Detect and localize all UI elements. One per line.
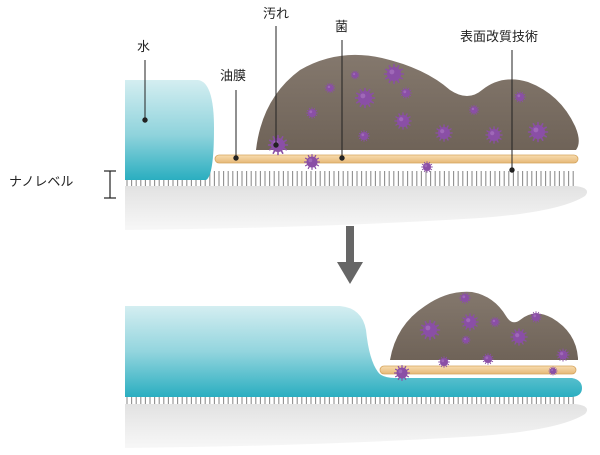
germ-icon xyxy=(438,356,450,368)
germ-icon xyxy=(468,104,480,116)
label-dirt: 汚れ xyxy=(263,7,290,22)
label-bacteria: 菌 xyxy=(335,20,349,35)
nano-level-bracket xyxy=(104,170,116,199)
germ-icon xyxy=(489,316,501,328)
label-oil-film: 油膜 xyxy=(220,69,247,84)
germ-icon xyxy=(548,366,558,376)
germ-icon xyxy=(510,328,528,346)
germ-icon xyxy=(354,87,376,109)
oil-film-top xyxy=(214,154,579,164)
germ-icon xyxy=(400,87,412,99)
germ-icon xyxy=(324,82,336,94)
after-panel xyxy=(125,291,588,448)
germ-icon xyxy=(383,63,405,85)
germ-icon xyxy=(393,364,411,382)
label-surface-tech: 表面改質技術 xyxy=(460,30,539,45)
germs-bottom xyxy=(393,292,570,382)
germ-icon xyxy=(303,153,321,171)
germ-icon xyxy=(514,91,526,103)
before-panel xyxy=(125,54,588,230)
substrate-bottom xyxy=(125,404,588,448)
label-nano-level: ナノレベル xyxy=(9,175,74,190)
germ-icon xyxy=(485,126,503,144)
germ-icon xyxy=(419,319,441,341)
leader-lines xyxy=(142,26,515,173)
germ-icon xyxy=(461,313,479,331)
label-water: 水 xyxy=(137,40,151,55)
water-body-top xyxy=(125,80,214,180)
dirt-mound-bottom xyxy=(390,291,578,360)
germ-icon xyxy=(350,70,360,80)
germ-icon xyxy=(306,107,318,119)
germ-icon xyxy=(527,121,549,143)
germ-icon xyxy=(394,112,412,130)
germ-icon xyxy=(461,335,471,345)
water-body-bottom xyxy=(125,306,582,397)
down-arrow xyxy=(337,226,363,284)
germ-icon xyxy=(435,124,453,142)
germ-icon xyxy=(530,311,542,323)
germ-icon xyxy=(421,161,433,173)
oil-film-bottom xyxy=(379,365,577,375)
substrate-top xyxy=(125,186,588,230)
germ-icon xyxy=(482,353,494,365)
dirt-mound-top xyxy=(256,54,579,150)
germ-icon xyxy=(358,130,370,142)
germ-icon xyxy=(556,348,570,362)
germ-icon xyxy=(459,292,471,304)
